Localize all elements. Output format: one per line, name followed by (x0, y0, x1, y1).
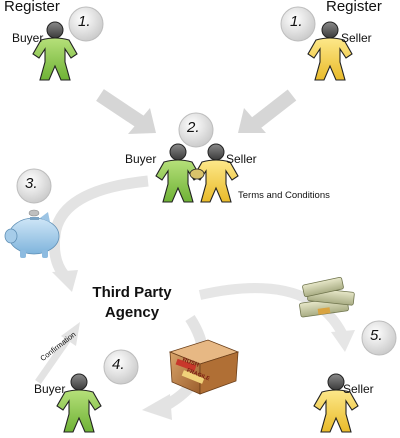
piggy-bank-icon (4, 209, 60, 258)
flow-arrow-icon (48, 175, 149, 292)
number-disc-icon (16, 168, 52, 204)
terms-and-conditions-label: Terms and Conditions (238, 190, 330, 201)
payout-seller-label: Seller (343, 382, 374, 396)
step-number-4: 4. (112, 356, 125, 373)
number-disc-icon (361, 320, 397, 356)
package-icon (168, 339, 240, 395)
flow-arrow-icon (35, 322, 80, 384)
number-disc-icon (68, 6, 104, 42)
step-number-1-buyer: 1. (78, 13, 91, 30)
step-number-2: 2. (187, 119, 200, 136)
agreement-seller-label: Seller (226, 152, 257, 166)
agency-title-line2: Agency (104, 304, 160, 321)
step-number-5: 5. (370, 327, 383, 344)
step-number-3: 3. (25, 175, 38, 192)
number-disc-icon (103, 349, 139, 385)
flow-arrow-icon (238, 89, 297, 133)
register-seller-heading: Register (326, 0, 382, 15)
register-buyer-heading: Register (4, 0, 60, 15)
step-number-1-seller: 1. (290, 13, 303, 30)
flow-arrow-icon (198, 283, 355, 352)
agency-title-line1: Third Party (92, 284, 172, 301)
buyer-label: Buyer (12, 31, 44, 45)
agency-title: Third Party Agency (76, 283, 188, 323)
delivery-buyer-label: Buyer (34, 382, 66, 396)
number-disc-icon (280, 6, 316, 42)
seller-label: Seller (341, 31, 372, 45)
number-disc-icon (178, 112, 214, 148)
flow-arrow-icon (96, 89, 156, 134)
agreement-buyer-label: Buyer (125, 152, 157, 166)
cash-stack-icon (299, 276, 355, 318)
handshake-icon (155, 143, 239, 203)
